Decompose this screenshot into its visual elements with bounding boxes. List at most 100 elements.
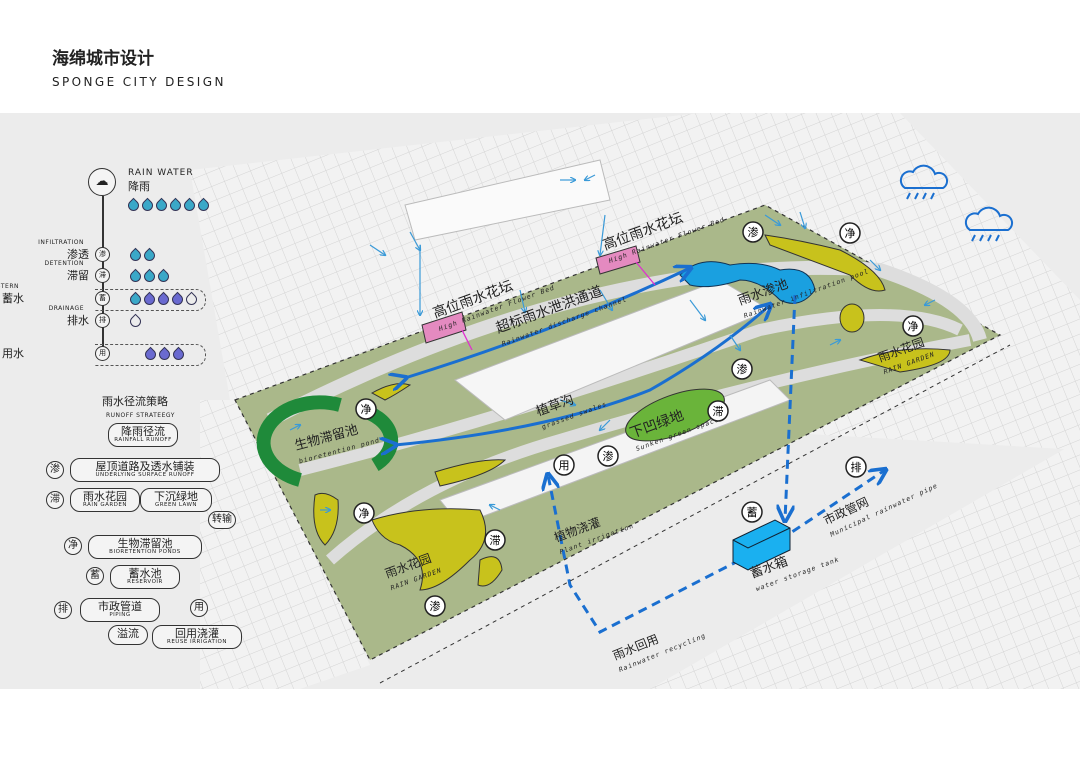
- map-tag: 净: [839, 222, 861, 244]
- legend-cn: 渗透: [67, 248, 89, 261]
- legend-row: CISTERN蓄水蓄: [0, 284, 206, 311]
- inflow-arrow: [689, 299, 705, 320]
- inflow-arrow: [369, 244, 385, 255]
- rain-cloud-icon: [964, 206, 1014, 242]
- flow-node-cn: 溢流: [117, 627, 139, 640]
- rain-drops: [125, 197, 212, 215]
- water-drop-icon: [141, 291, 158, 308]
- rain-cloud-icon: [899, 164, 949, 200]
- inflow-arrow: [600, 419, 611, 430]
- map-tag: 渗: [731, 358, 753, 380]
- rain-label-cn: 降雨: [128, 180, 150, 193]
- inflow-arrow: [729, 334, 740, 350]
- rain-label-en: RAIN WATER: [128, 168, 194, 178]
- map-tag: 渗: [742, 221, 764, 243]
- legend-en: DRAINAGE: [48, 305, 84, 312]
- recycling-pipe: [548, 475, 741, 634]
- water-drop-icon: [183, 291, 200, 308]
- flow-tag: 滞: [46, 491, 64, 509]
- flow-node-cn: 回用浇灌: [175, 627, 219, 640]
- inflow-arrow: [409, 231, 420, 250]
- map-tag: 用: [553, 454, 575, 476]
- cloud-icon: ☁: [88, 168, 116, 196]
- svg-text:净: 净: [359, 506, 370, 520]
- transfer-tag: 转输: [208, 511, 236, 529]
- legend-cn: 用水: [2, 347, 24, 360]
- svg-text:用: 用: [559, 459, 570, 472]
- boundary-line: [379, 344, 1011, 684]
- roof-block: [404, 159, 611, 241]
- inflow-arrow: [764, 214, 780, 225]
- svg-text:渗: 渗: [737, 362, 748, 376]
- water-drop-icon: [142, 346, 159, 363]
- rain-garden: [477, 556, 503, 587]
- svg-text:渗: 渗: [603, 449, 614, 463]
- inflow-arrow: [585, 174, 596, 180]
- flow-node-cn: 下沉绿地: [154, 490, 198, 503]
- water-drop-icon: [181, 197, 198, 214]
- water-drop-icon: [141, 247, 158, 264]
- inflow-arrow: [799, 211, 805, 228]
- pipe-to-tank: [785, 294, 797, 520]
- flower-bed-outflow: [461, 329, 473, 351]
- flow-node: 溢流: [108, 625, 148, 645]
- legend-tag: 排: [95, 313, 110, 328]
- page-title: 海绵城市设计: [52, 49, 154, 69]
- map-tag: 蓄: [741, 501, 763, 523]
- svg-text:净: 净: [908, 319, 919, 333]
- map-tag: 净: [355, 398, 377, 420]
- strategy-subtitle: RUNOFF STRATEEGY: [106, 412, 175, 419]
- flow-node-cn: 蓄水池: [128, 567, 162, 580]
- flow-node-en: BIORETENTION PONDS: [109, 549, 181, 555]
- inflow-arrow: [289, 425, 300, 431]
- legend-tag: 渗: [95, 247, 110, 262]
- map-tag: 净: [902, 315, 924, 337]
- svg-text:净: 净: [361, 402, 372, 416]
- flow-node-cn: 降雨径流: [121, 425, 165, 438]
- water-drop-icon: [127, 268, 144, 285]
- water-drop-icon: [127, 291, 144, 308]
- water-drop-icon: [156, 346, 173, 363]
- infiltration-pool: [679, 261, 816, 304]
- water-drop-icon: [155, 291, 172, 308]
- inflow-arrow: [519, 289, 525, 312]
- flow-node-en: UNDERLYING SURFACE RUNOFF: [95, 472, 195, 478]
- flow-node-cn: 生物滞留池: [117, 537, 173, 550]
- flow-node-cn: 屋顶道路及透水铺装: [95, 460, 195, 473]
- water-drop-icon: [125, 197, 142, 214]
- building-left: [200, 400, 370, 689]
- water-drop-icon: [139, 197, 156, 214]
- water-drop-icon: [195, 197, 212, 214]
- inflow-arrow: [600, 214, 606, 255]
- water-drop-icon: [155, 268, 172, 285]
- page-subtitle: SPONGE CITY DESIGN: [52, 75, 226, 89]
- flow-node-cn: 市政管道: [98, 600, 142, 613]
- legend-row: DRAINAGE 排水排: [40, 306, 210, 332]
- inflow-arrow: [490, 505, 501, 511]
- map-tag: 渗: [597, 445, 619, 467]
- svg-text:蓄: 蓄: [747, 506, 758, 519]
- bioretention-pond: [256, 395, 342, 487]
- rain-garden: [313, 492, 339, 546]
- building-bottom-right: [650, 440, 1080, 689]
- flow-tag: 渗: [46, 461, 64, 479]
- map-tag: 渗: [424, 595, 446, 617]
- rain-garden: [434, 459, 507, 487]
- water-drop-icon: [169, 291, 186, 308]
- svg-text:排: 排: [851, 460, 862, 474]
- water-drop-icon: [170, 346, 187, 363]
- legend-cn: 排水: [67, 314, 89, 327]
- svg-text:渗: 渗: [748, 225, 759, 239]
- inflow-arrow: [599, 289, 612, 310]
- flow-node-en: PIPING: [109, 612, 131, 618]
- water-drop-icon: [153, 197, 170, 214]
